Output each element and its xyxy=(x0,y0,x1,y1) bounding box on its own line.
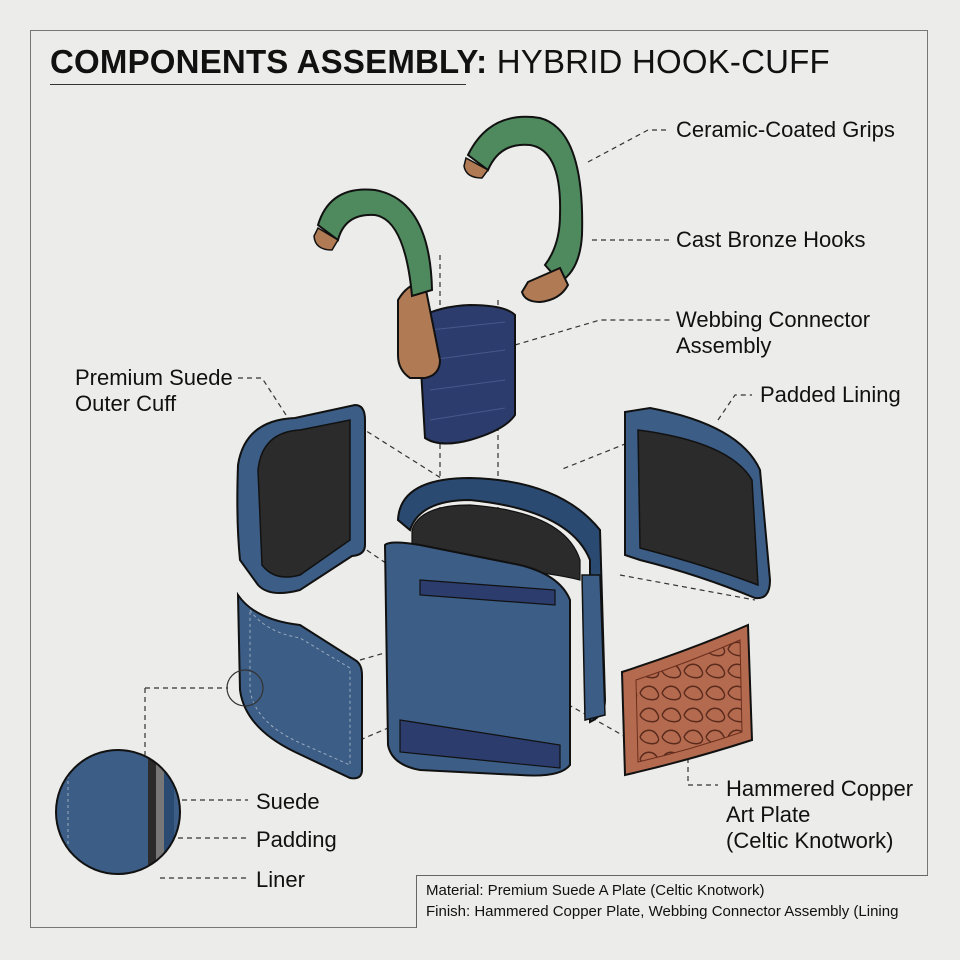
assembled-cuff xyxy=(383,476,607,777)
padded-lining-panel xyxy=(624,406,772,600)
bronze-hook-left xyxy=(313,188,442,379)
copper-art-plate xyxy=(620,623,754,777)
finish-note: Finish: Hammered Copper Plate, Webbing C… xyxy=(426,903,899,920)
suede-outer-cuff-upper xyxy=(236,403,366,595)
material-notes-box: Material: Premium Suede A Plate (Celtic … xyxy=(416,875,928,928)
leader-lines xyxy=(144,129,756,879)
detail-marker xyxy=(226,669,264,707)
material-note: Material: Premium Suede A Plate (Celtic … xyxy=(426,882,765,899)
label-webbing-line2: Assembly xyxy=(676,333,772,358)
label-copper-line3: (Celtic Knotwork) xyxy=(726,828,894,853)
label-bronze-hooks: Cast Bronze Hooks xyxy=(676,227,866,252)
label-suede-line1: Premium Suede xyxy=(75,365,233,390)
title-underline xyxy=(50,84,466,85)
label-suede-line2: Outer Cuff xyxy=(75,391,177,416)
layer-detail-zoom xyxy=(55,749,181,875)
label-padded-lining: Padded Lining xyxy=(760,382,901,407)
title-rest: HYBRID HOOK-CUFF xyxy=(487,43,830,80)
label-ceramic-grips: Ceramic-Coated Grips xyxy=(676,117,895,142)
label-layer-suede: Suede xyxy=(256,789,320,814)
title-bold: COMPONENTS ASSEMBLY: xyxy=(50,43,488,80)
label-copper-line1: Hammered Copper xyxy=(726,776,914,801)
suede-outer-cuff-lower xyxy=(236,591,363,780)
label-webbing-line1: Webbing Connector xyxy=(676,307,871,332)
label-layer-liner: Liner xyxy=(256,867,305,892)
label-layer-padding: Padding xyxy=(256,827,337,852)
page-title: COMPONENTS ASSEMBLY: HYBRID HOOK-CUFF xyxy=(50,40,830,84)
bronze-hook-right xyxy=(463,115,584,304)
webbing-connector xyxy=(416,303,516,445)
label-copper-line2: Art Plate xyxy=(726,802,811,827)
